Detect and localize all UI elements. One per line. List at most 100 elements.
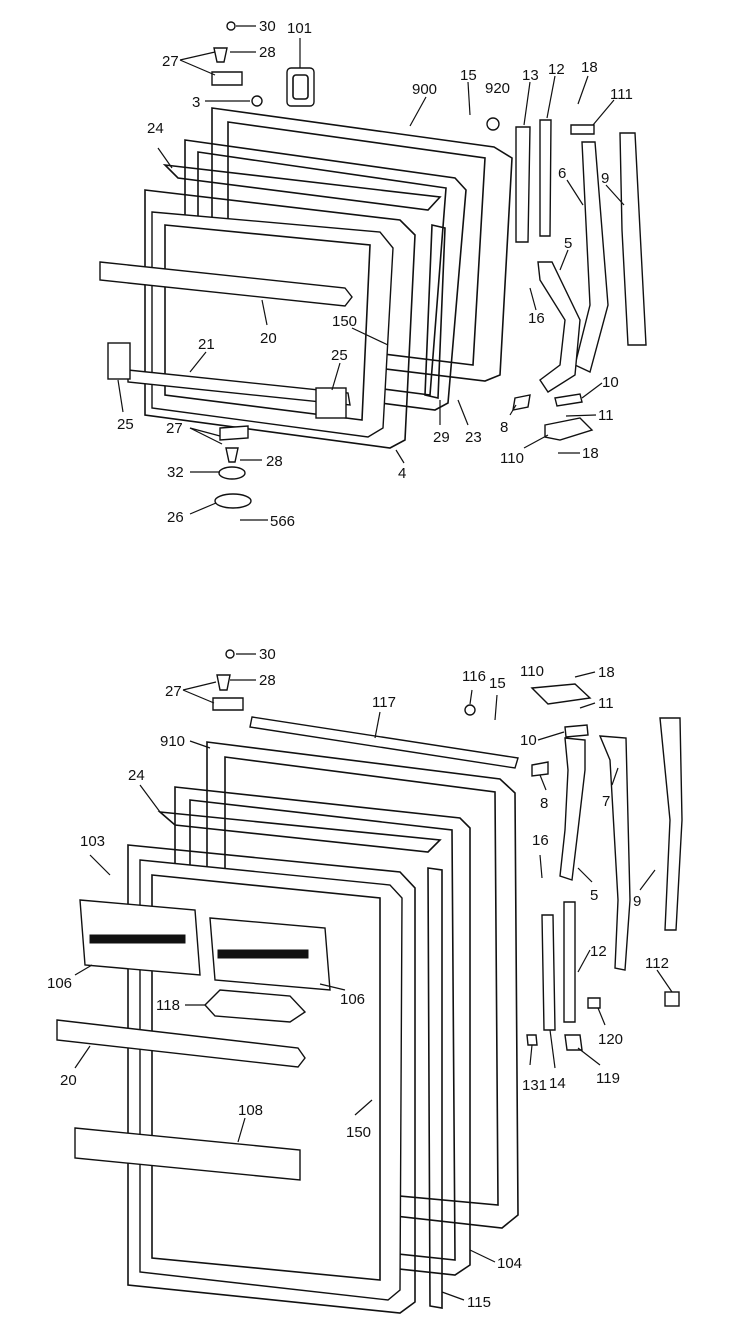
callout-label: 566 <box>270 513 295 530</box>
bar-12-lower <box>563 901 576 1023</box>
callout-label: 21 <box>198 336 215 353</box>
callout-label: 20 <box>260 330 277 347</box>
callout-label: 28 <box>266 453 283 470</box>
callout-label: 9 <box>601 170 609 187</box>
callout-label: 5 <box>590 887 598 904</box>
handle-7 <box>598 735 631 971</box>
callout-label: 110 <box>520 663 544 680</box>
lower-door-assembly <box>56 649 683 1314</box>
callout-label: 111 <box>610 86 633 103</box>
screw-116 <box>464 704 476 716</box>
tray-118 <box>204 989 307 1023</box>
callout-label: 9 <box>633 893 641 910</box>
cap-3 <box>251 95 263 107</box>
callout-label: 115 <box>467 1294 491 1311</box>
top-trim-117 <box>249 716 519 769</box>
callout-label: 24 <box>128 767 145 784</box>
callout-label: 27 <box>162 53 179 70</box>
callout-label: 910 <box>160 733 185 750</box>
handle-5-lower <box>559 737 586 881</box>
plate-26 <box>214 493 252 509</box>
callout-label: 24 <box>147 120 164 137</box>
hinge-plate-27-bottom <box>219 425 249 441</box>
lower-callout-labels: 30 28 27 116 15 110 18 117 11 910 10 24 … <box>47 646 669 1311</box>
callout-label: 920 <box>485 80 510 97</box>
pin-28-bottom <box>225 447 239 463</box>
clip-8-lower <box>531 761 549 777</box>
callout-label: 30 <box>259 18 276 35</box>
callout-label: 10 <box>602 374 619 391</box>
callout-label: 28 <box>259 672 276 689</box>
upper-leader-lines <box>117 25 625 521</box>
callout-label: 14 <box>549 1075 566 1092</box>
callout-label: 25 <box>117 416 134 433</box>
callout-label: 23 <box>465 429 482 446</box>
callout-label: 30 <box>259 646 276 663</box>
bracket-10-lower <box>564 724 589 738</box>
screw-30-top <box>226 21 236 31</box>
strip-29 <box>424 224 446 399</box>
callout-label: 120 <box>598 1031 623 1048</box>
handle-bar-12 <box>539 119 552 237</box>
door-shelf-20-lower <box>56 1019 306 1068</box>
callout-label: 10 <box>520 732 537 749</box>
callout-label: 5 <box>564 235 572 252</box>
callout-label: 28 <box>259 44 276 61</box>
upper-callout-labels: 30 28 27 101 3 15 920 900 13 12 18 111 2… <box>117 18 633 530</box>
hinge-plate-27-lower <box>212 697 244 711</box>
breaker-strip-24 <box>162 163 442 211</box>
callout-label: 150 <box>346 1124 371 1141</box>
callout-label: 18 <box>581 59 598 76</box>
callout-label: 16 <box>532 832 549 849</box>
callout-label: 112 <box>645 955 669 972</box>
callout-label: 119 <box>596 1070 620 1087</box>
callout-label: 110 <box>500 450 524 467</box>
callout-label: 27 <box>166 420 183 437</box>
handle-cover-9 <box>619 132 647 346</box>
callout-label: 118 <box>156 997 180 1014</box>
callout-label: 150 <box>332 313 357 330</box>
callout-label: 116 <box>462 668 486 685</box>
inner-liner-lower-recess <box>151 874 381 1281</box>
emblem-101 <box>286 67 315 107</box>
callout-label: 18 <box>598 664 615 681</box>
part-131 <box>526 1034 538 1046</box>
breaker-strip-24-lower <box>157 810 442 853</box>
callout-label: 104 <box>497 1255 522 1272</box>
hinge-110-lower <box>530 683 592 705</box>
upper-door-assembly <box>99 21 647 521</box>
callout-label: 27 <box>165 683 182 700</box>
cap-112 <box>664 991 680 1007</box>
callout-label: 13 <box>522 67 539 84</box>
gasket-strip-115 <box>427 867 443 1309</box>
callout-label: 26 <box>167 509 184 526</box>
callout-label: 12 <box>548 61 565 78</box>
callout-label: 8 <box>540 795 548 812</box>
callout-label: 15 <box>460 67 477 84</box>
washer-32 <box>218 466 246 480</box>
handle-5 <box>537 261 581 393</box>
hinge-110 <box>544 417 594 441</box>
fastener-120 <box>587 997 601 1009</box>
pin-28-lower <box>216 674 231 691</box>
door-shelf-108 <box>74 1127 301 1181</box>
callout-label: 106 <box>47 975 72 992</box>
bracket-25-right <box>315 387 347 419</box>
spacer-119 <box>564 1034 583 1051</box>
door-shelf-20 <box>99 261 353 307</box>
lower-leader-lines <box>74 653 673 1301</box>
callout-label: 6 <box>558 165 566 182</box>
callout-label: 32 <box>167 464 184 481</box>
pin-28-top <box>213 47 228 63</box>
plug-920 <box>486 117 500 131</box>
callout-label: 18 <box>582 445 599 462</box>
callout-label: 3 <box>192 94 200 111</box>
handle-bar-13 <box>515 126 531 243</box>
bracket-10 <box>554 393 583 407</box>
callout-label: 8 <box>500 419 508 436</box>
callout-label: 7 <box>602 793 610 810</box>
callout-label: 25 <box>331 347 348 364</box>
gasket-103 <box>127 844 416 1314</box>
callout-label: 900 <box>412 81 437 98</box>
callout-label: 131 <box>522 1077 547 1094</box>
